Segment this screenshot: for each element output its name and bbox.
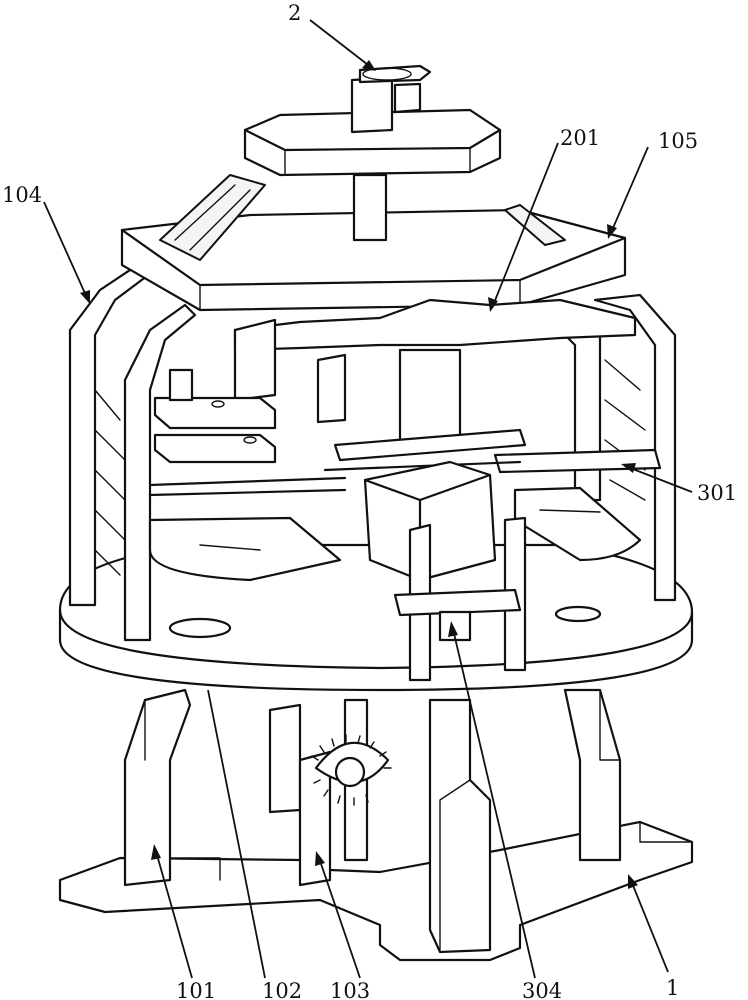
turntable-disc bbox=[58, 543, 694, 692]
label-105: 105 bbox=[658, 129, 698, 153]
base-plate bbox=[58, 820, 694, 962]
label-2: 2 bbox=[288, 1, 301, 25]
label-104: 104 bbox=[2, 183, 42, 207]
label-103: 103 bbox=[330, 979, 370, 1000]
upper-plate bbox=[120, 174, 627, 312]
cross-bar bbox=[323, 428, 662, 474]
front-slider-box bbox=[363, 460, 527, 682]
label-1: 1 bbox=[666, 976, 679, 1000]
label-201: 201 bbox=[560, 126, 600, 150]
support-legs bbox=[123, 688, 622, 954]
label-102: 102 bbox=[262, 979, 302, 1000]
left-clamp-assembly bbox=[148, 368, 347, 497]
side-frame-left bbox=[68, 258, 197, 642]
inner-spider-arms bbox=[233, 298, 637, 442]
side-frame-right bbox=[558, 293, 677, 602]
central-shaft-gear bbox=[298, 698, 392, 887]
leader-lines bbox=[43, 19, 693, 979]
label-101: 101 bbox=[176, 979, 216, 1000]
top-motor-and-shaft bbox=[350, 64, 432, 242]
work-table-segments bbox=[148, 486, 642, 582]
top-cap-plate bbox=[243, 108, 502, 177]
label-304: 304 bbox=[522, 979, 562, 1000]
label-301: 301 bbox=[697, 481, 737, 505]
